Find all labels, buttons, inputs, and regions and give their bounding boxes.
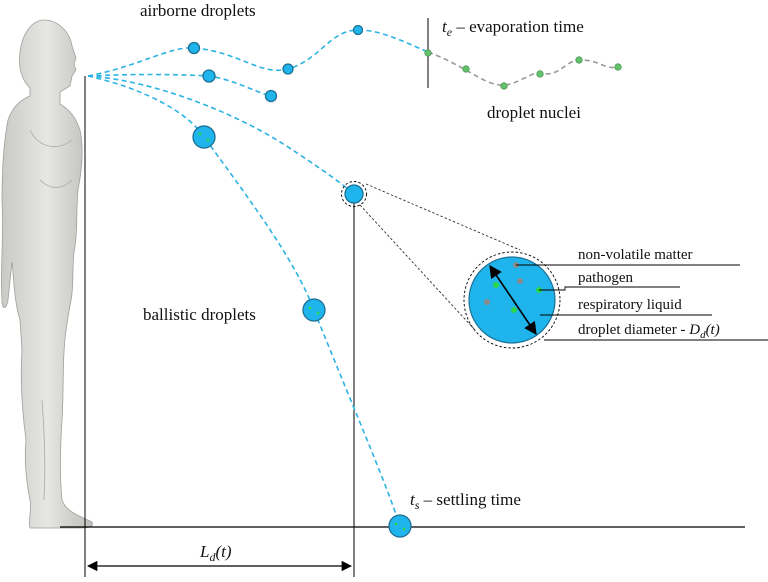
zoomed-droplet [463, 251, 561, 349]
nuclei-dot [536, 70, 544, 78]
settling-symbol: t [410, 490, 416, 509]
diameter-arrow [489, 264, 537, 336]
zoom-line-bottom [359, 204, 476, 331]
airborne-droplet [282, 63, 294, 75]
airborne-trajectory-high [87, 29, 429, 77]
ballistic-trajectory-far [87, 75, 401, 527]
nuclei-dots [424, 49, 622, 90]
distance-symbol: L [199, 542, 209, 561]
diameter-sub: d [700, 329, 706, 341]
evaporation-time-label: te – evaporation time [442, 17, 584, 39]
leader-lines [516, 264, 768, 341]
zoom-source-ring [341, 181, 367, 207]
evaporation-text: – evaporation time [452, 17, 584, 36]
droplet-pathogens [198, 132, 406, 531]
non-volatile-dot [484, 299, 490, 305]
leader-pathogen [539, 286, 680, 291]
nuclei-dot [500, 82, 508, 90]
settling-sub: s [415, 498, 420, 512]
airborne-droplet [352, 24, 364, 36]
pathogen-dot [206, 138, 210, 142]
nuclei-dot [462, 65, 470, 73]
distance-label: Ld(t) [199, 542, 232, 564]
droplet-diameter-label: droplet diameter - Dd(t) [578, 322, 720, 341]
non-volatile-dot [517, 278, 523, 284]
pathogen-dot [316, 311, 320, 315]
distance-sub: d [209, 550, 216, 564]
settling-text: – settling time [419, 490, 521, 509]
non-volatile-label: non-volatile matter [578, 247, 693, 263]
settling-droplet [388, 514, 412, 538]
droplet-nuclei-label: droplet nuclei [487, 103, 581, 122]
airborne-droplet [187, 41, 201, 55]
droplets [187, 24, 412, 538]
pathogen-dot [198, 132, 202, 136]
settling-time-label: ts – settling time [410, 490, 521, 512]
distance-arg: (t) [215, 542, 231, 561]
airborne-droplet [202, 69, 216, 83]
airborne-trajectory-mid [87, 73, 272, 97]
diameter-arg: (t) [706, 322, 720, 338]
zoom-outer-ring [463, 251, 561, 349]
pathogen-dot [394, 522, 398, 526]
airborne-droplet [264, 89, 278, 103]
ballistic-droplets-label: ballistic droplets [143, 305, 256, 324]
ballistic-droplet [192, 125, 216, 149]
nuclei-dot [424, 49, 432, 57]
evaporation-sub: e [447, 25, 453, 39]
trajectories [87, 29, 429, 527]
nuclei-dot [614, 63, 622, 71]
diameter-text: droplet diameter - [578, 322, 689, 338]
diameter-symbol: D [688, 322, 700, 338]
nuclei-trajectory [427, 51, 619, 86]
pathogen-dot [402, 527, 406, 531]
ballistic-trajectory-near [87, 75, 355, 195]
zoom-droplet-body [468, 256, 556, 344]
human-figure-icon [1, 19, 93, 529]
respiratory-liquid-label: respiratory liquid [578, 297, 682, 313]
pathogen-dot [511, 307, 517, 313]
pathogen-dot [493, 282, 499, 288]
pathogen-label: pathogen [578, 270, 633, 286]
evaporation-symbol: t [442, 17, 448, 36]
airborne-droplets-label: airborne droplets [140, 1, 256, 20]
zoom-line-top [365, 183, 521, 251]
pathogen-dot [308, 306, 312, 310]
nuclei-dot [575, 56, 583, 64]
ballistic-droplet [302, 298, 326, 322]
ballistic-droplet [344, 184, 364, 204]
